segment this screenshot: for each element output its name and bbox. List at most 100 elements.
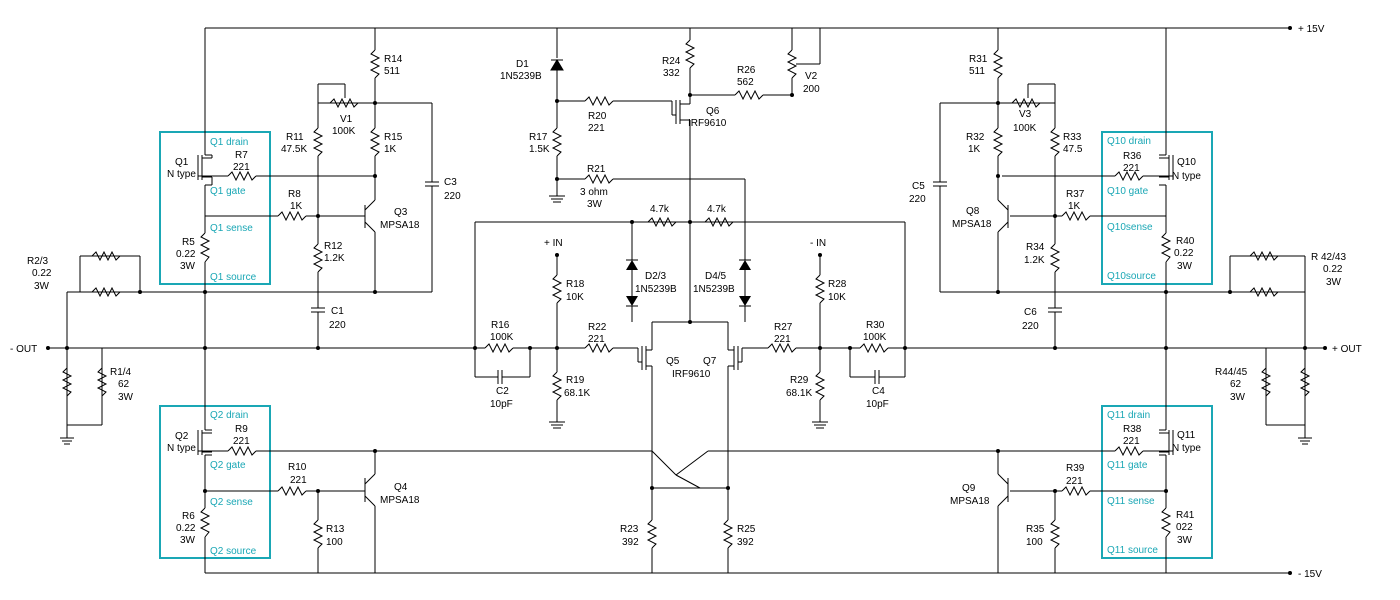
r37-name: R37 — [1066, 189, 1085, 200]
r29-val: 68.1K — [786, 388, 812, 399]
r44-45-watt: 3W — [1230, 392, 1246, 403]
c3-name: C3 — [444, 177, 457, 188]
c6-val: 220 — [1022, 321, 1039, 332]
r-4-7k-left-val: 4.7k — [650, 204, 670, 215]
r39-val: 221 — [1066, 476, 1083, 487]
q11-type: N type — [1172, 443, 1201, 454]
r32-name: R32 — [966, 132, 985, 143]
r10-val: 221 — [290, 475, 307, 486]
r40-name: R40 — [1176, 236, 1195, 247]
q10-drain-label: Q10 drain — [1107, 136, 1151, 147]
r29-name: R29 — [790, 375, 809, 386]
r5-name: R5 — [182, 237, 195, 248]
r1-4-name: R1/4 — [110, 367, 132, 378]
c5-val: 220 — [909, 194, 926, 205]
r19-val: 68.1K — [564, 388, 590, 399]
q7-name: Q7 — [703, 356, 717, 367]
r37-val: 1K — [1068, 201, 1081, 212]
r41-val: 022 — [1176, 522, 1193, 533]
r24-name: R24 — [662, 56, 681, 67]
r6-name: R6 — [182, 511, 195, 522]
r1-4-watt: 3W — [118, 392, 134, 403]
q1-module-box — [159, 131, 271, 285]
r1-4-val: 62 — [118, 379, 130, 390]
q2-source-label: Q2 source — [210, 546, 257, 557]
r12-val: 1.2K — [324, 253, 345, 264]
r17-val: 1.5K — [529, 144, 550, 155]
r19-name: R19 — [566, 375, 585, 386]
q1-type: N type — [167, 169, 196, 180]
r21-name: R21 — [587, 164, 606, 175]
r26-val: 562 — [737, 77, 754, 88]
q6-type: IRF9610 — [688, 118, 727, 129]
q11-module-box — [1101, 405, 1213, 559]
q1-name: Q1 — [175, 157, 189, 168]
diff-pair — [473, 253, 1002, 573]
r22-val: 221 — [588, 334, 605, 345]
q11-gate-label: Q11 gate — [1107, 460, 1148, 471]
out-neg-label: - OUT — [10, 344, 37, 355]
r9-val: 221 — [233, 436, 250, 447]
c1-val: 220 — [329, 320, 346, 331]
r13-name: R13 — [326, 524, 345, 535]
q1-drain-label: Q1 drain — [210, 137, 248, 148]
q2-type: N type — [167, 443, 196, 454]
d2-3-name: D2/3 — [645, 271, 667, 282]
q11-name: Q11 — [1177, 430, 1196, 441]
r33-name: R33 — [1063, 132, 1082, 143]
q11-sense-label: Q11 sense — [1107, 496, 1155, 507]
r42-43-watt: 3W — [1326, 277, 1342, 288]
q2-drain-label: Q2 drain — [210, 410, 248, 421]
q2-gate-label: Q2 gate — [210, 460, 246, 471]
r21-watt: 3W — [587, 199, 603, 210]
r42-43-name: R 42/43 — [1311, 252, 1346, 263]
r15-name: R15 — [384, 132, 403, 143]
r30-val: 100K — [863, 332, 887, 343]
r41-name: R41 — [1176, 510, 1195, 521]
q5-q7-type: IRF9610 — [672, 369, 711, 380]
r36-name: R36 — [1123, 151, 1142, 162]
c2-name: C2 — [496, 386, 509, 397]
pos-rail-label: + 15V — [1298, 24, 1325, 35]
r8-name: R8 — [288, 189, 301, 200]
r20-val: 221 — [588, 123, 605, 134]
d2-3-type: 1N5239B — [635, 284, 677, 295]
r35-name: R35 — [1026, 524, 1045, 535]
q4-type: MPSA18 — [380, 495, 420, 506]
d4-5-name: D4/5 — [705, 271, 727, 282]
r14-name: R14 — [384, 54, 403, 65]
v1-name: V1 — [340, 114, 353, 125]
d1-name: D1 — [516, 59, 529, 70]
r21-val: 3 ohm — [580, 187, 608, 198]
q5-name: Q5 — [666, 356, 680, 367]
in-pos-label: + IN — [544, 238, 563, 249]
r5-val: 0.22 — [176, 249, 196, 260]
r7-val: 221 — [233, 162, 250, 173]
r24-val: 332 — [663, 68, 680, 79]
q2-sense-label: Q2 sense — [210, 497, 253, 508]
q9-name: Q9 — [962, 483, 976, 494]
component-labels: Q1 N type R7 221 R5 0.22 3W R8 1K R11 47… — [27, 54, 1346, 548]
v3-val: 100K — [1013, 123, 1037, 134]
r39-name: R39 — [1066, 463, 1085, 474]
q3-type: MPSA18 — [380, 220, 420, 231]
r40-watt: 3W — [1177, 261, 1193, 272]
r40-val: 0.22 — [1174, 248, 1194, 259]
q6-name: Q6 — [706, 106, 720, 117]
r2-3-val: 0.22 — [32, 268, 52, 279]
right-upper-stage — [933, 28, 1312, 445]
out-pos-label: + OUT — [1332, 344, 1362, 355]
r20-name: R20 — [588, 111, 607, 122]
r38-val: 221 — [1123, 436, 1140, 447]
r44-45-name: R44/45 — [1215, 367, 1248, 378]
c3-val: 220 — [444, 191, 461, 202]
r14-val: 511 — [384, 66, 400, 77]
c6-name: C6 — [1024, 307, 1037, 318]
c2-val: 10pF — [490, 399, 513, 410]
q10-gate-label: Q10 gate — [1107, 186, 1149, 197]
r31-val: 511 — [969, 66, 985, 77]
q10-type: N type — [1172, 171, 1201, 182]
q1-source-label: Q1 source — [210, 272, 257, 283]
r42-43-val: 0.22 — [1323, 264, 1343, 275]
c4-name: C4 — [872, 386, 885, 397]
